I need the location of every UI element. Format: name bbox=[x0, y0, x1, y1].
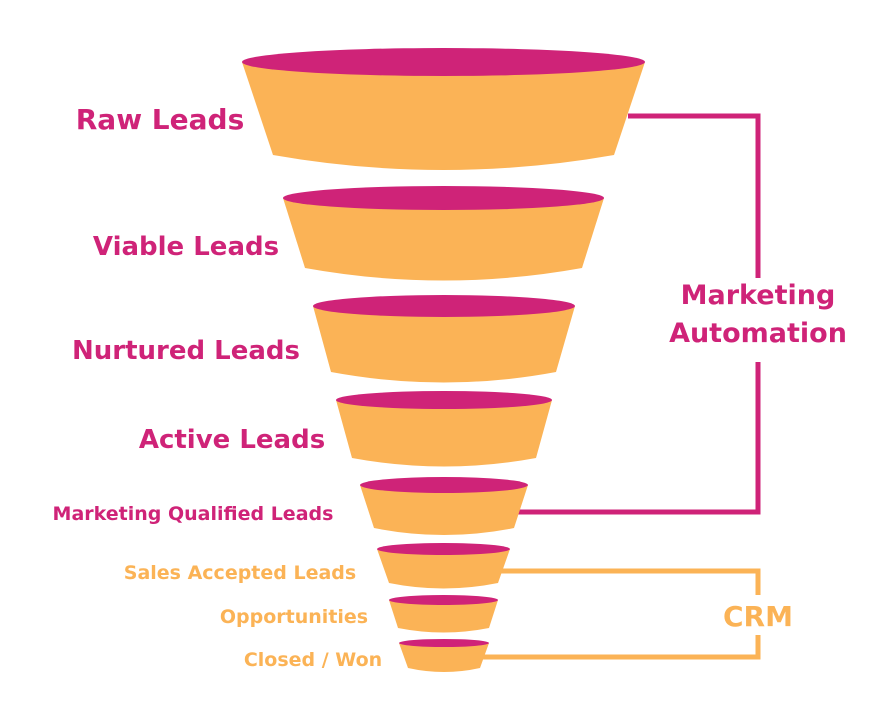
funnel-segment-marketing-qualified-leads bbox=[360, 477, 528, 535]
funnel-segment-active-leads bbox=[336, 391, 552, 467]
stage-label-sales-accepted-leads: Sales Accepted Leads bbox=[124, 562, 356, 584]
group-label-marketing-automation-line1: Marketing bbox=[681, 280, 836, 311]
stage-label-opportunities: Opportunities bbox=[220, 606, 368, 628]
funnel-segment-body bbox=[377, 549, 510, 589]
funnel-segment-rim bbox=[242, 48, 645, 76]
crm-bracket bbox=[482, 568, 761, 660]
funnel-segment-body bbox=[313, 306, 575, 383]
funnel-segment-viable-leads bbox=[283, 186, 604, 281]
crm-bracket-bottom bbox=[482, 635, 761, 660]
funnel-segment-rim bbox=[377, 543, 510, 555]
funnel-segment-rim bbox=[389, 595, 498, 605]
stage-label-marketing-qualified-leads: Marketing Qualified Leads bbox=[53, 503, 334, 525]
group-label-crm: CRM bbox=[723, 600, 793, 633]
marketing-automation-bracket bbox=[515, 113, 761, 515]
funnel-segment-opportunities bbox=[389, 595, 498, 633]
stage-label-raw-leads: Raw Leads bbox=[76, 103, 245, 136]
funnel-segment-rim bbox=[399, 639, 489, 647]
funnel-segment-body bbox=[242, 62, 645, 170]
funnel-segment-rim bbox=[336, 391, 552, 409]
funnel-segment-rim bbox=[360, 477, 528, 493]
group-label-marketing-automation-line2: Automation bbox=[669, 318, 847, 349]
funnel-segment-raw-leads bbox=[242, 48, 645, 170]
marketing-automation-bracket-top bbox=[628, 113, 761, 278]
funnel-segment-closed-won bbox=[399, 639, 489, 672]
stage-label-viable-leads: Viable Leads bbox=[93, 232, 279, 262]
stage-label-closed-won: Closed / Won bbox=[244, 649, 382, 671]
funnel-segment-body bbox=[389, 600, 498, 633]
crm-bracket-top bbox=[500, 568, 761, 595]
funnel-segment-nurtured-leads bbox=[313, 295, 575, 383]
funnel-segment-sales-accepted-leads bbox=[377, 543, 510, 589]
marketing-automation-bracket-bottom bbox=[515, 362, 761, 515]
funnel-segment-body bbox=[336, 400, 552, 467]
funnel-segment-body bbox=[283, 198, 604, 281]
funnel-segment-rim bbox=[313, 295, 575, 317]
funnel-segment-rim bbox=[283, 186, 604, 210]
stage-label-active-leads: Active Leads bbox=[139, 425, 325, 455]
funnel-segment-body bbox=[360, 485, 528, 535]
stage-label-nurtured-leads: Nurtured Leads bbox=[72, 336, 300, 366]
funnel-segment-body bbox=[399, 643, 489, 672]
